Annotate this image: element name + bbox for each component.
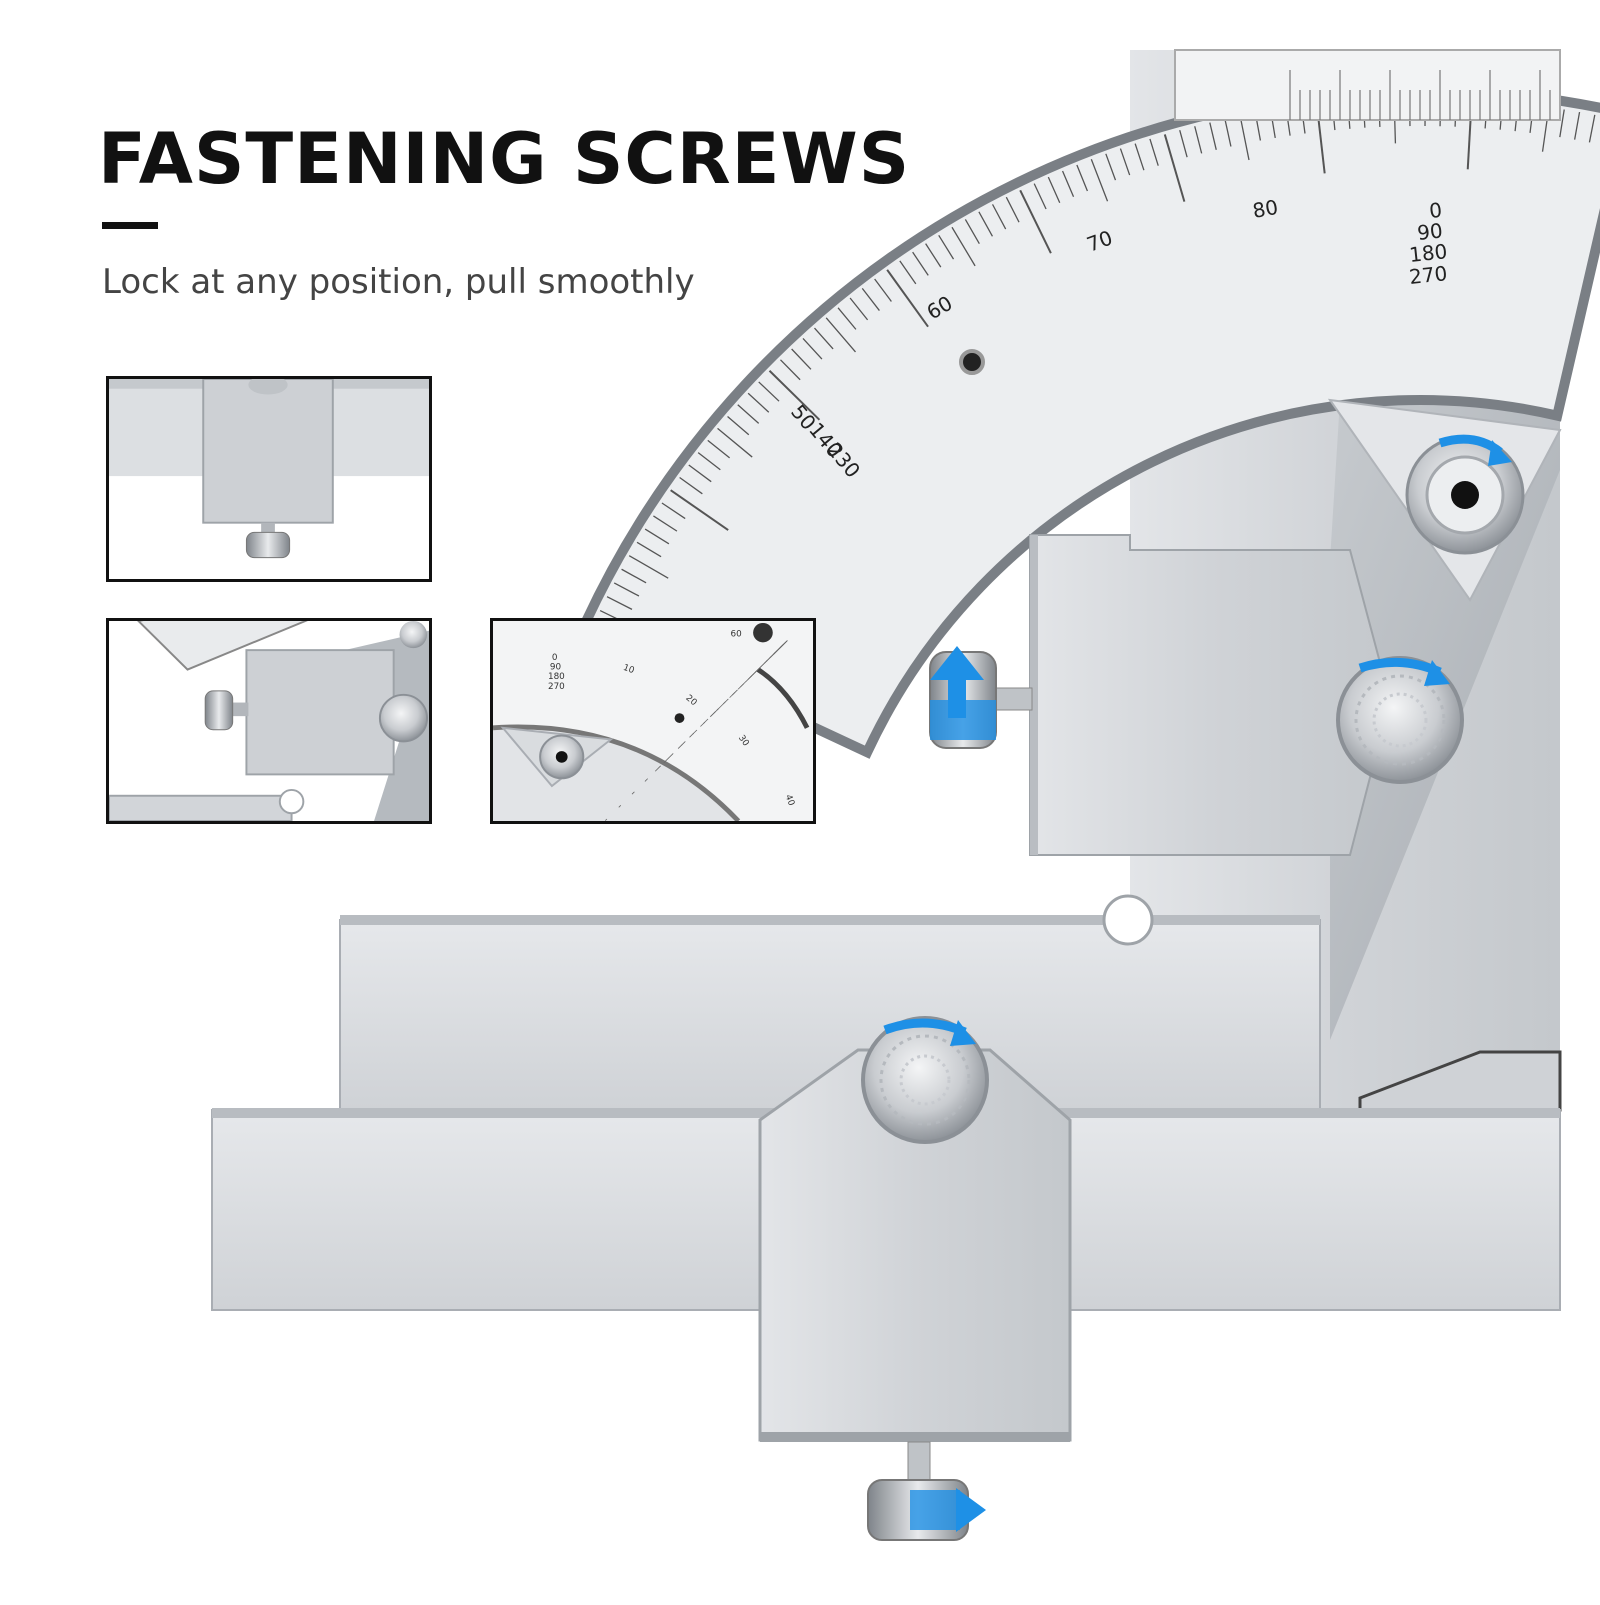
inset-label-270: 270 bbox=[548, 682, 565, 692]
inset-label-60: 60 bbox=[731, 630, 742, 640]
clamp-bottom-screw[interactable] bbox=[868, 1442, 986, 1540]
block-face-screw[interactable] bbox=[1338, 658, 1462, 782]
side-screw-left[interactable] bbox=[930, 646, 1032, 748]
title-underline bbox=[102, 222, 158, 229]
page-title: FASTENING SCREWS bbox=[98, 118, 910, 200]
inset-label-90: 90 bbox=[550, 663, 561, 673]
inset-label-0: 0 bbox=[552, 653, 558, 663]
scale-label-270: 270 bbox=[1408, 261, 1448, 289]
dial-pivot-dot bbox=[961, 351, 983, 373]
detail-inset-dial: 0 90 180 270 10 20 30 40 60 bbox=[490, 618, 816, 824]
clamp-top-screw[interactable] bbox=[863, 1018, 987, 1142]
right-arrow-icon bbox=[956, 1488, 986, 1532]
inset-label-180: 180 bbox=[548, 672, 565, 682]
vernier-plate bbox=[1175, 50, 1560, 120]
scale-label-80: 80 bbox=[1251, 195, 1280, 223]
page-subtitle: Lock at any position, pull smoothly bbox=[102, 262, 695, 302]
base-blade-upper-edge bbox=[340, 915, 1320, 925]
middle-slider-block bbox=[1030, 535, 1390, 855]
base-blade-notch bbox=[1104, 896, 1152, 944]
detail-inset-top-clamp bbox=[106, 376, 432, 582]
holder-screw[interactable] bbox=[1407, 437, 1523, 553]
bottom-clamp-base-edge bbox=[760, 1432, 1070, 1442]
detail-inset-side-screw bbox=[106, 618, 432, 824]
